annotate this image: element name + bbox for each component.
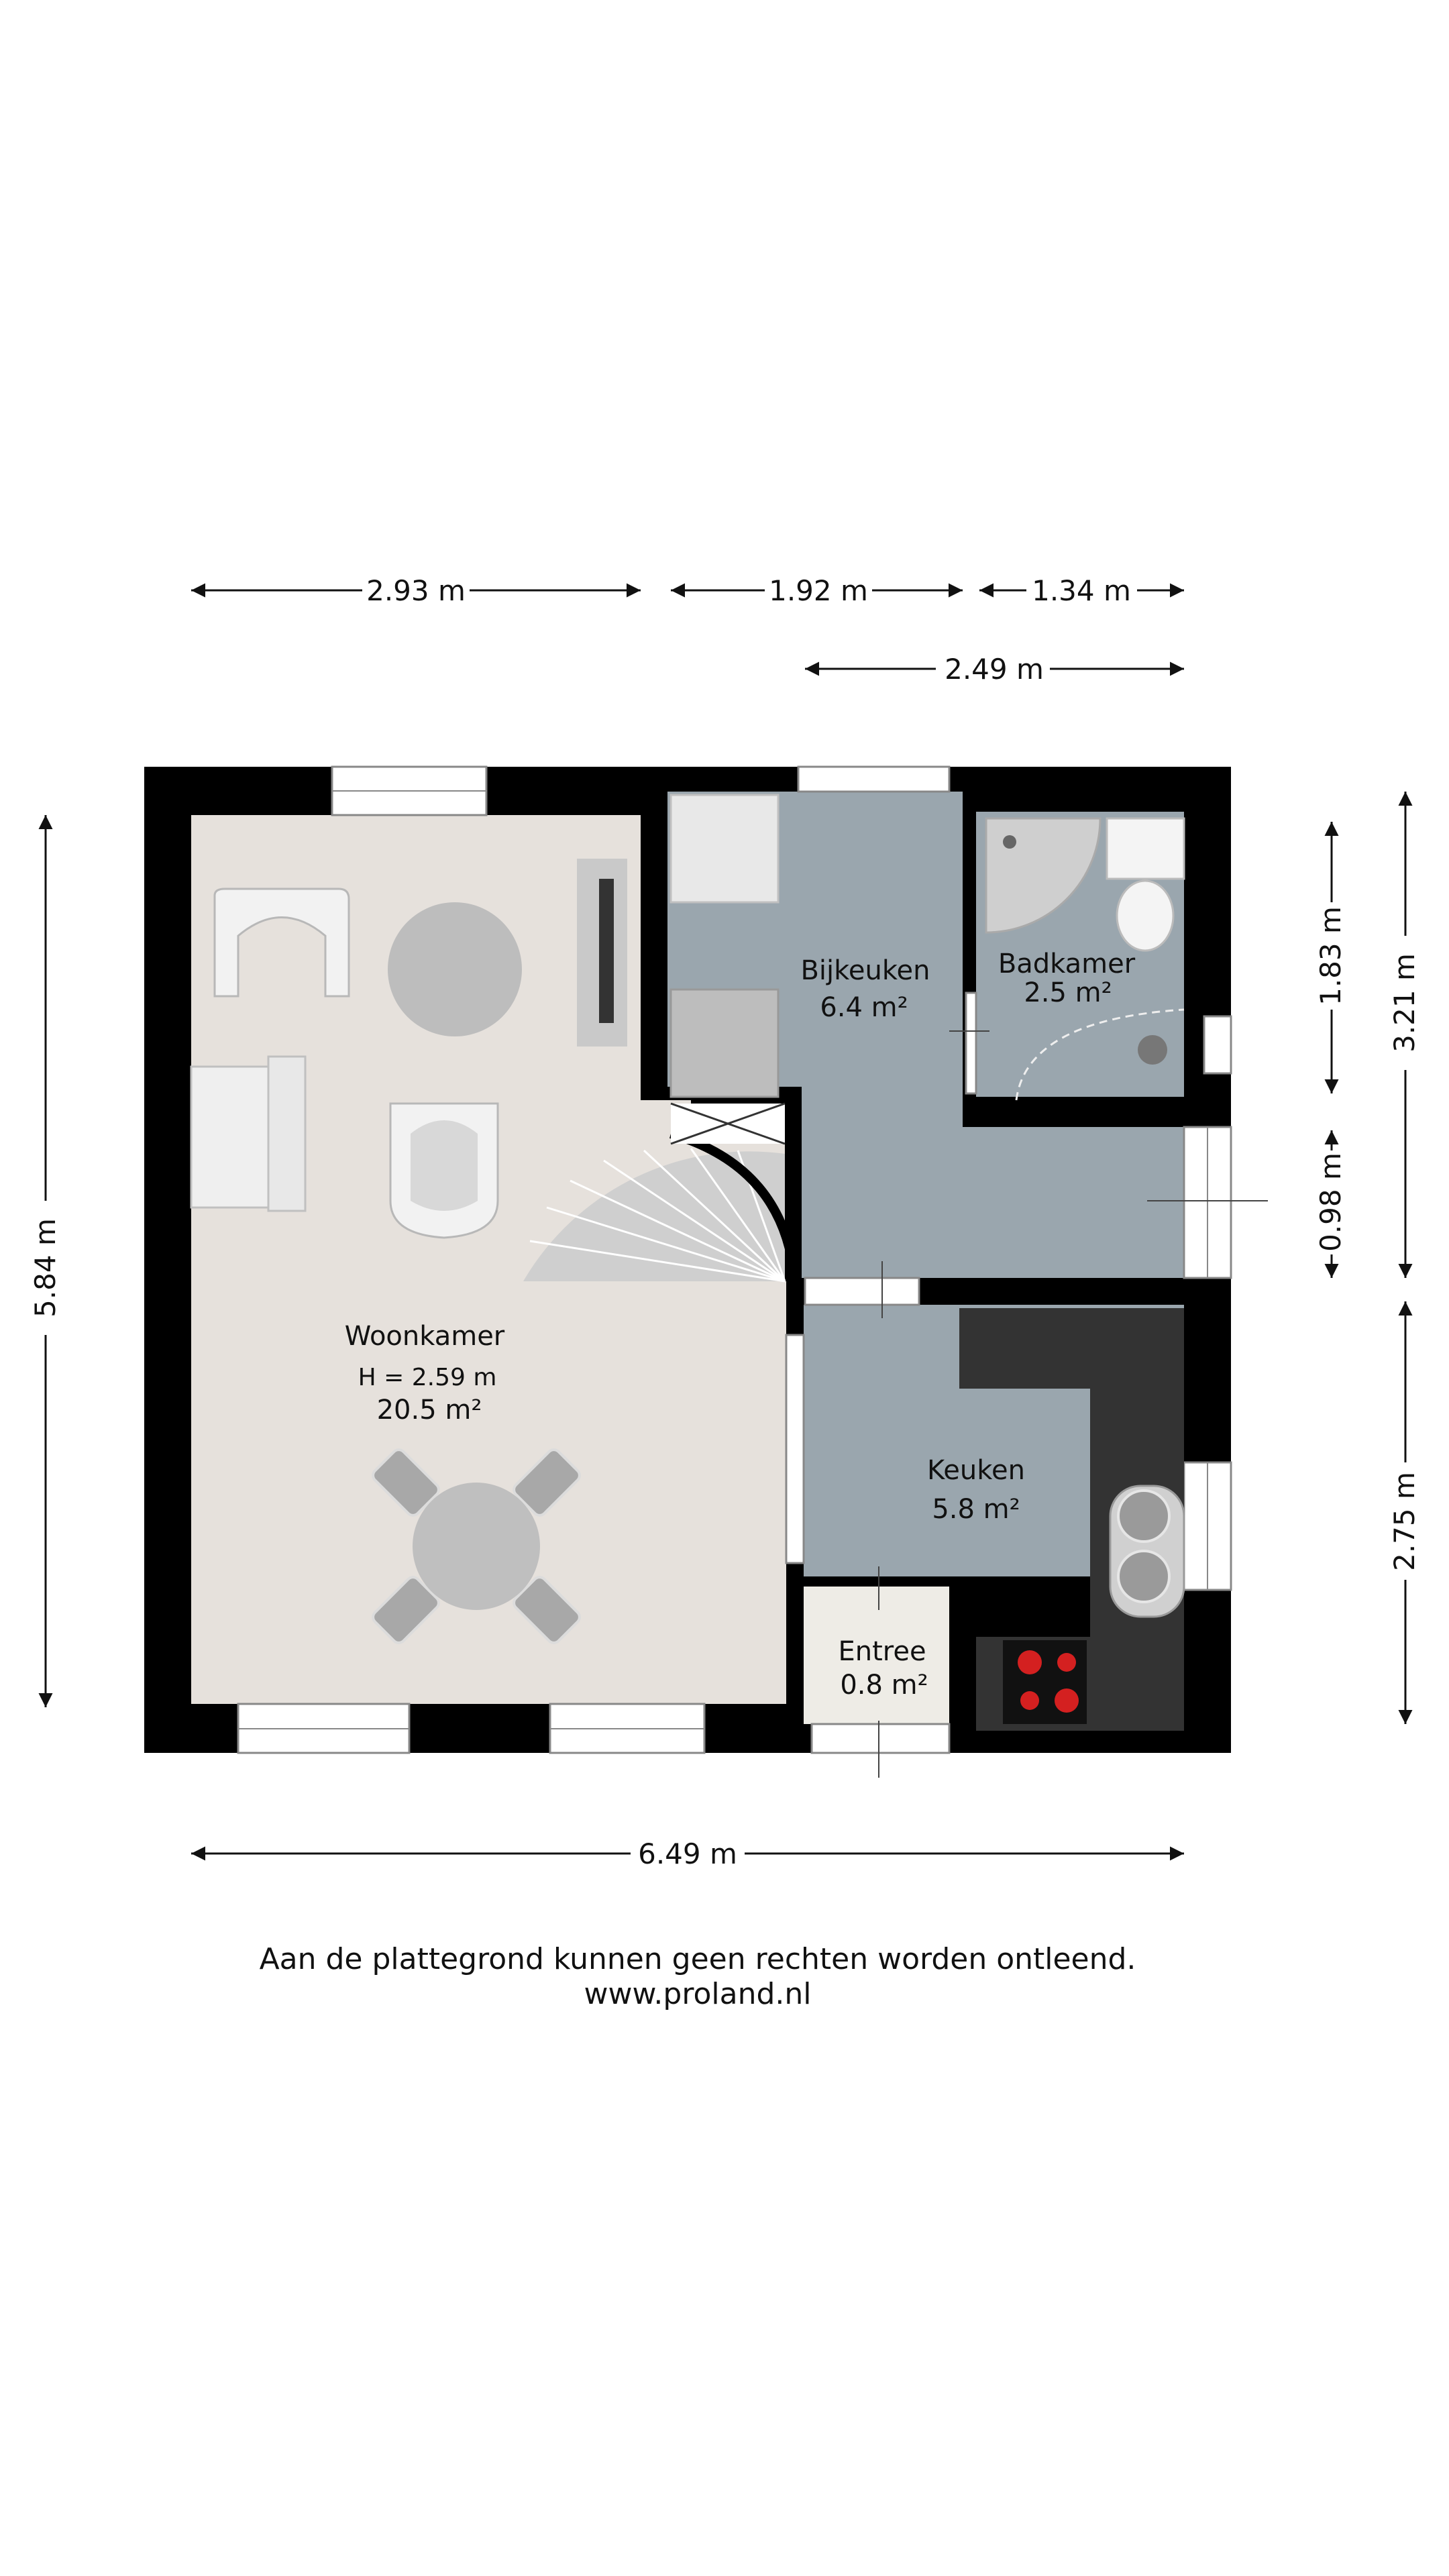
dim-top-badkamer: 1.34 m <box>1032 574 1131 607</box>
toilet-tank-icon <box>1106 817 1185 880</box>
bijkeuken-floor <box>667 792 1184 1278</box>
dim-right-badkamer: 1.83 m <box>1314 906 1347 1006</box>
room-area-bijkeuken: 6.4 m² <box>820 992 908 1023</box>
dim-top-bijkeuken: 1.92 m <box>769 574 868 607</box>
dim-right-upper: 3.21 m <box>1388 953 1421 1053</box>
room-area-badkamer: 2.5 m² <box>1024 977 1112 1008</box>
dim-right-passage: 0.98 m <box>1314 1152 1347 1252</box>
furniture <box>190 794 1185 1731</box>
dim-top-right: 2.49 m <box>945 653 1044 686</box>
room-name-woonkamer: Woonkamer <box>345 1321 505 1352</box>
spiral-stair-icon <box>523 1102 800 1283</box>
room-height-woonkamer: H = 2.59 m <box>358 1364 497 1391</box>
room-name-badkamer: Badkamer <box>998 949 1136 979</box>
round-table-icon <box>388 902 522 1036</box>
room-labels: Woonkamer H = 2.59 m 20.5 m² Bijkeuken 6… <box>345 949 1136 1701</box>
dining-table-icon <box>372 1448 581 1644</box>
room-area-keuken: 5.8 m² <box>932 1494 1020 1525</box>
washing-machine-icon <box>669 794 780 904</box>
toilet-icon <box>1116 879 1175 952</box>
room-area-entree: 0.8 m² <box>840 1670 928 1701</box>
door-marks <box>878 1030 1268 1778</box>
dryer-icon <box>669 988 780 1098</box>
kitchen-counter-top <box>959 1308 1184 1389</box>
armchair-icon <box>213 888 350 998</box>
double-sink-icon <box>1109 1485 1185 1618</box>
disclaimer-text: Aan de plattegrond kunnen geen rechten w… <box>260 1942 1136 1976</box>
hob-icon <box>1003 1640 1087 1724</box>
dimension-lines: 2.93 m 1.92 m 1.34 m 2.49 m 5.84 m 1.83 … <box>29 574 1421 1870</box>
footer: Aan de plattegrond kunnen geen rechten w… <box>260 1942 1136 2011</box>
sink-icon <box>1138 1035 1167 1065</box>
room-area-woonkamer: 20.5 m² <box>377 1395 482 1426</box>
dim-right-lower: 2.75 m <box>1388 1472 1421 1571</box>
room-name-entree: Entree <box>838 1636 926 1667</box>
dim-left-total: 5.84 m <box>29 1218 62 1318</box>
room-name-keuken: Keuken <box>927 1455 1025 1486</box>
website-text: www.proland.nl <box>584 1977 812 2011</box>
dim-top-woonkamer: 2.93 m <box>366 574 466 607</box>
entree-floor <box>804 1587 949 1724</box>
dim-bottom-total: 6.49 m <box>638 1837 737 1870</box>
shower-icon <box>985 817 1102 934</box>
room-name-bijkeuken: Bijkeuken <box>800 955 930 986</box>
woonkamer-floor <box>191 815 786 1704</box>
tv-icon <box>599 879 614 1023</box>
